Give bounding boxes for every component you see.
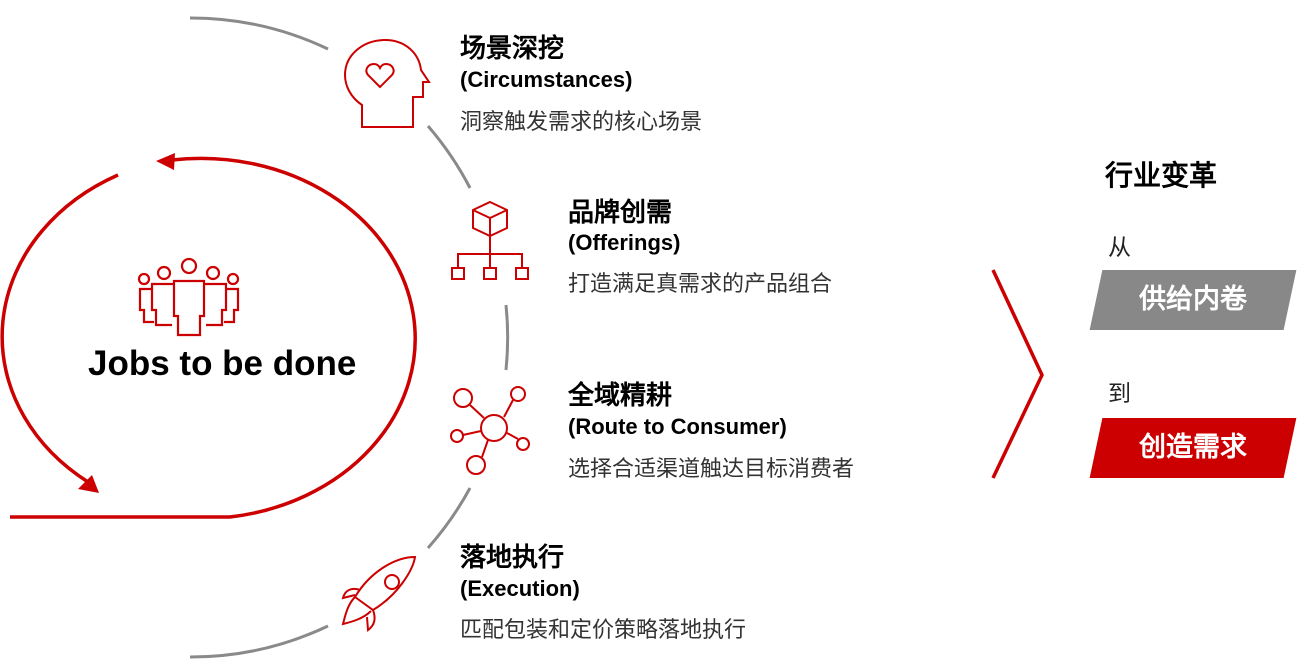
step-title: 场景深挖 (460, 34, 565, 64)
head-heart-icon (343, 38, 431, 128)
arrowhead-bottom (78, 475, 99, 493)
step-subtitle: (Route to Consumer) (568, 414, 787, 439)
people-group-icon (137, 257, 240, 337)
to-tag: 创造需求 (1089, 418, 1297, 478)
outer-gray-arc (189, 16, 510, 659)
step-title: 全域精耕 (568, 381, 673, 411)
rocket-icon (341, 555, 417, 632)
transformation-title: 行业变革 (1105, 159, 1218, 192)
from-value: 供给内卷 (1139, 284, 1247, 315)
step-subtitle: (Offerings) (568, 230, 681, 255)
chevron-divider (991, 269, 1044, 479)
step-title: 品牌创需 (568, 198, 673, 228)
hierarchy-cube-icon (451, 200, 529, 280)
step-desc: 洞察触发需求的核心场景 (460, 110, 703, 135)
to-value: 创造需求 (1139, 432, 1247, 463)
step-desc: 打造满足真需求的产品组合 (568, 272, 833, 297)
from-label: 从 (1108, 235, 1131, 261)
step-subtitle: (Circumstances) (460, 67, 633, 92)
center-title: Jobs to be done (88, 344, 357, 383)
step-subtitle: (Execution) (460, 576, 580, 601)
step-title: 落地执行 (460, 543, 565, 573)
red-cycle-arrow (0, 156, 417, 519)
to-label: 到 (1108, 381, 1131, 407)
step-desc: 匹配包装和定价策略落地执行 (460, 618, 747, 643)
network-hub-icon (450, 386, 530, 475)
step-desc: 选择合适渠道触达目标消费者 (568, 457, 855, 482)
from-tag: 供给内卷 (1089, 270, 1297, 330)
arrowhead-top (156, 153, 175, 170)
